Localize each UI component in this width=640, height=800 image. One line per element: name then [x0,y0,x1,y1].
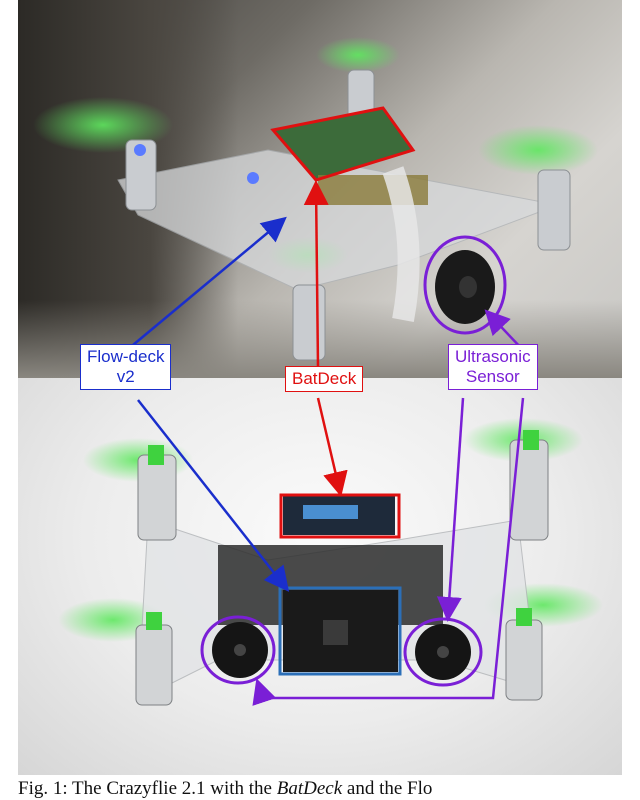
flowdeck-arrows [132,216,290,592]
flow-deck-label-line1: Flow-deck [87,347,165,366]
top-ultrasonic-circle [423,235,507,335]
caption-italic: BatDeck [276,778,343,799]
ultrasonic-sensor-label: Ultrasonic Sensor [448,344,538,390]
figure-caption: Fig. 1: The Crazyflie 2.1 with the BatDe… [18,778,432,800]
top-drone [33,37,598,361]
batdeck-arrows [303,180,348,497]
flow-deck-label-line2: v2 [116,367,135,386]
flow-deck-label: Flow-deck v2 [80,344,172,390]
ultrasonic-arrows [252,309,525,706]
bottom-flowdeck-box [278,586,402,676]
ultrasonic-label-line2: Sensor [465,367,520,386]
top-batdeck-box [270,106,416,182]
batdeck-label: BatDeck [285,366,364,392]
ultrasonic-label-line1: Ultrasonic [455,347,531,366]
drone-illustration [33,37,603,706]
caption-start: Fig. 1: The Crazyflie 2.1 with the [18,778,277,799]
batdeck-label-text: BatDeck [292,369,357,388]
figure: Flow-deck v2 BatDeck Ultrasonic Sensor [18,0,622,775]
bottom-drone [58,418,603,706]
bottom-ultrasonic-circle-left [200,615,276,685]
caption-end: and the Flo [342,778,433,799]
